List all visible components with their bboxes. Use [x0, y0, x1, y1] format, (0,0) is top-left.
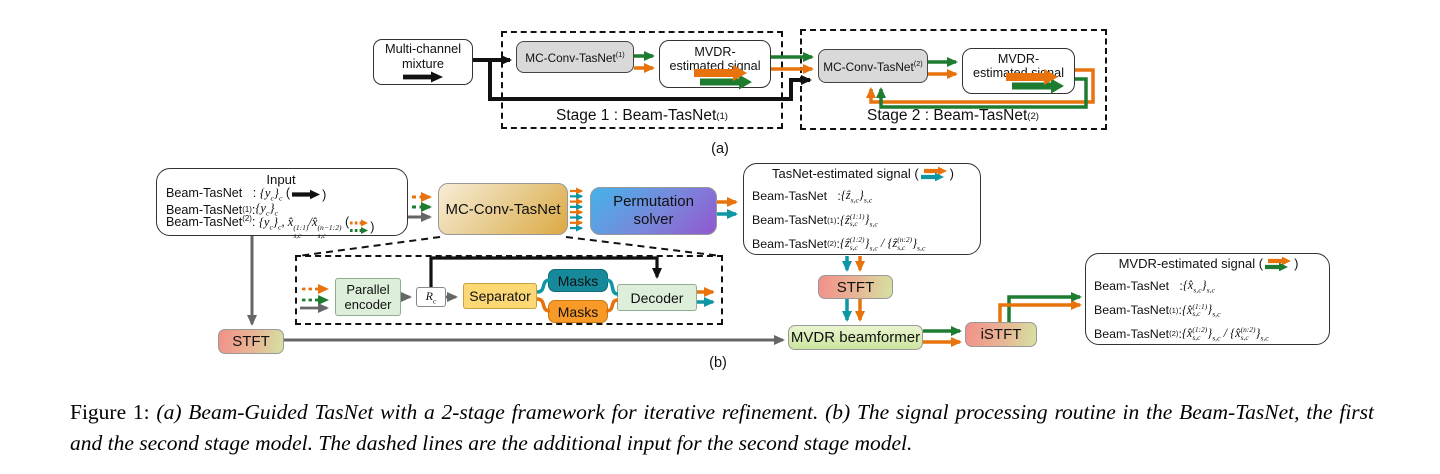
mvdr-estimated-signal-box: MVDR-estimated signal ( ) Beam-TasNet : …	[1085, 253, 1330, 345]
tasnet-est-row1: Beam-TasNet : {ẑs,c}s,c	[752, 188, 873, 205]
masks-bottom-box: Masks	[548, 300, 608, 323]
panel-b-label: (b)	[709, 355, 727, 371]
stage2-mc-conv-tasnet-label: MC-Conv-TasNet(2)	[823, 58, 923, 74]
separator-box: Separator	[463, 283, 537, 309]
istft-to-mvdrest-orange	[998, 300, 1082, 322]
expansion-dash-right	[565, 236, 722, 257]
istft-to-mvdrest-green	[1007, 292, 1082, 322]
input-row3-close: )	[370, 219, 375, 234]
stft-mid-label: STFT	[836, 278, 875, 296]
stage2-mvdr-label-line2: estimated signal	[972, 66, 1064, 80]
tasnet-est-title: TasNet-estimated signal (	[771, 166, 919, 181]
permutation-solver-line1: Permutation	[613, 193, 694, 210]
stage1-mvdr-estimated-signal-box: MVDR- estimated signal	[659, 40, 771, 88]
tasnet-expansion-dashed-box	[295, 255, 723, 325]
istft-box: iSTFT	[965, 322, 1037, 347]
multichannel-mixture-box: Multi-channel mixture	[373, 39, 473, 85]
mvdr-beamformer-box: MVDR beamformer	[788, 325, 923, 350]
stft-mid-box: STFT	[818, 275, 893, 299]
masks-top-box: Masks	[548, 269, 608, 292]
orange-green-arrows-icon	[1265, 256, 1292, 271]
tasnet-est-title-close: )	[949, 166, 954, 181]
mvdr-est-row1: Beam-TasNet : {x̂s,c}s,c	[1094, 278, 1215, 295]
separator-label: Separator	[469, 288, 531, 304]
mc-conv-tasnet-label: MC-Conv-TasNet	[445, 200, 561, 218]
caption-prefix: Figure 1:	[70, 400, 150, 424]
masks-top-label: Masks	[557, 272, 599, 289]
input-title: Input	[266, 171, 296, 187]
stage1-mvdr-label-line2: estimated signal	[669, 59, 761, 73]
dashed-orange-green-arrows-icon	[350, 219, 369, 234]
stage2-mvdr-label-line1: MVDR-	[997, 52, 1040, 66]
input-row1-close: )	[322, 187, 327, 202]
mixture-label-line1: Multi-channel	[384, 41, 462, 56]
mvdr-est-title-close: )	[1294, 256, 1299, 271]
expansion-dash-left	[297, 236, 441, 257]
rc-box: Rc	[416, 287, 446, 307]
parallel-encoder-line2: encoder	[344, 297, 392, 312]
tasnet-est-row2: Beam-TasNet(1): {ẑ(1:1)s,c}s,c	[752, 211, 878, 229]
mvdr-est-title: MVDR-estimated signal (	[1118, 256, 1264, 271]
figure-caption: Figure 1: (a) Beam-Guided TasNet with a …	[70, 397, 1374, 458]
parallel-encoder-box: Parallel encoder	[335, 278, 401, 316]
tasnet-est-row3: Beam-TasNet(2): {ẑ(1:2)s,c}s,c / {ẑ(n:…	[752, 235, 926, 252]
mvdr-est-row2: Beam-TasNet(1): {x̂(1:1)s,c}s,c	[1094, 301, 1221, 319]
stage1-mvdr-label-line1: MVDR-	[694, 45, 736, 59]
tasnet-estimated-signal-box: TasNet-estimated signal ( ) Beam-TasNet …	[743, 163, 981, 255]
stage1-label: Stage 1 : Beam-TasNet(1)	[556, 107, 728, 124]
stft-left-label: STFT	[232, 333, 270, 350]
black-arrow-icon	[403, 71, 443, 83]
stage2-label: Stage 2 : Beam-TasNet(2)	[867, 107, 1039, 124]
mcconv-perm-parallel-arrows	[570, 187, 583, 232]
rc-label: Rc	[425, 288, 437, 306]
stage2-mvdr-estimated-signal-box: MVDR- estimated signal	[962, 48, 1075, 94]
permutation-solver-box: Permutation solver	[590, 187, 717, 235]
caption-body: (a) Beam-Guided TasNet with a 2-stage fr…	[70, 400, 1375, 455]
masks-bottom-label: Masks	[557, 303, 599, 320]
decoder-label: Decoder	[630, 289, 684, 306]
black-arrow-icon	[292, 189, 321, 200]
input-row2-text: Beam-TasNet(1): {yc}c	[166, 201, 278, 218]
stft-left-box: STFT	[218, 329, 284, 354]
mvdr-est-row3: Beam-TasNet(2): {x̂(1:2)s,c}s,c / {x̂(n:…	[1094, 325, 1269, 342]
mixture-label-line2: mixture	[402, 56, 444, 71]
mc-conv-tasnet-box: MC-Conv-TasNet	[438, 183, 568, 235]
panel-a-label: (a)	[711, 141, 729, 157]
stage2-mc-conv-tasnet-box: MC-Conv-TasNet(2)	[818, 49, 928, 83]
istft-label: iSTFT	[980, 326, 1022, 343]
stage1-mc-conv-tasnet-label: MC-Conv-TasNet(1)	[525, 49, 625, 65]
orange-teal-arrows-icon	[920, 166, 947, 181]
stage1-mc-conv-tasnet-box: MC-Conv-TasNet(1)	[516, 41, 634, 73]
input-row3-text: Beam-TasNet(2): {yc}c, x̂(1:1)s,c/x̂(n−1…	[166, 213, 350, 240]
permutation-solver-line2: solver	[633, 211, 674, 228]
input-row1-text: Beam-TasNet : {yc}c (	[166, 186, 291, 203]
input-box: Input Beam-TasNet : {yc}c ( ) Beam-TasNe…	[156, 168, 408, 239]
mvdr-beamformer-label: MVDR beamformer	[790, 329, 921, 346]
parallel-encoder-line1: Parallel	[346, 282, 390, 297]
decoder-box: Decoder	[617, 284, 697, 311]
